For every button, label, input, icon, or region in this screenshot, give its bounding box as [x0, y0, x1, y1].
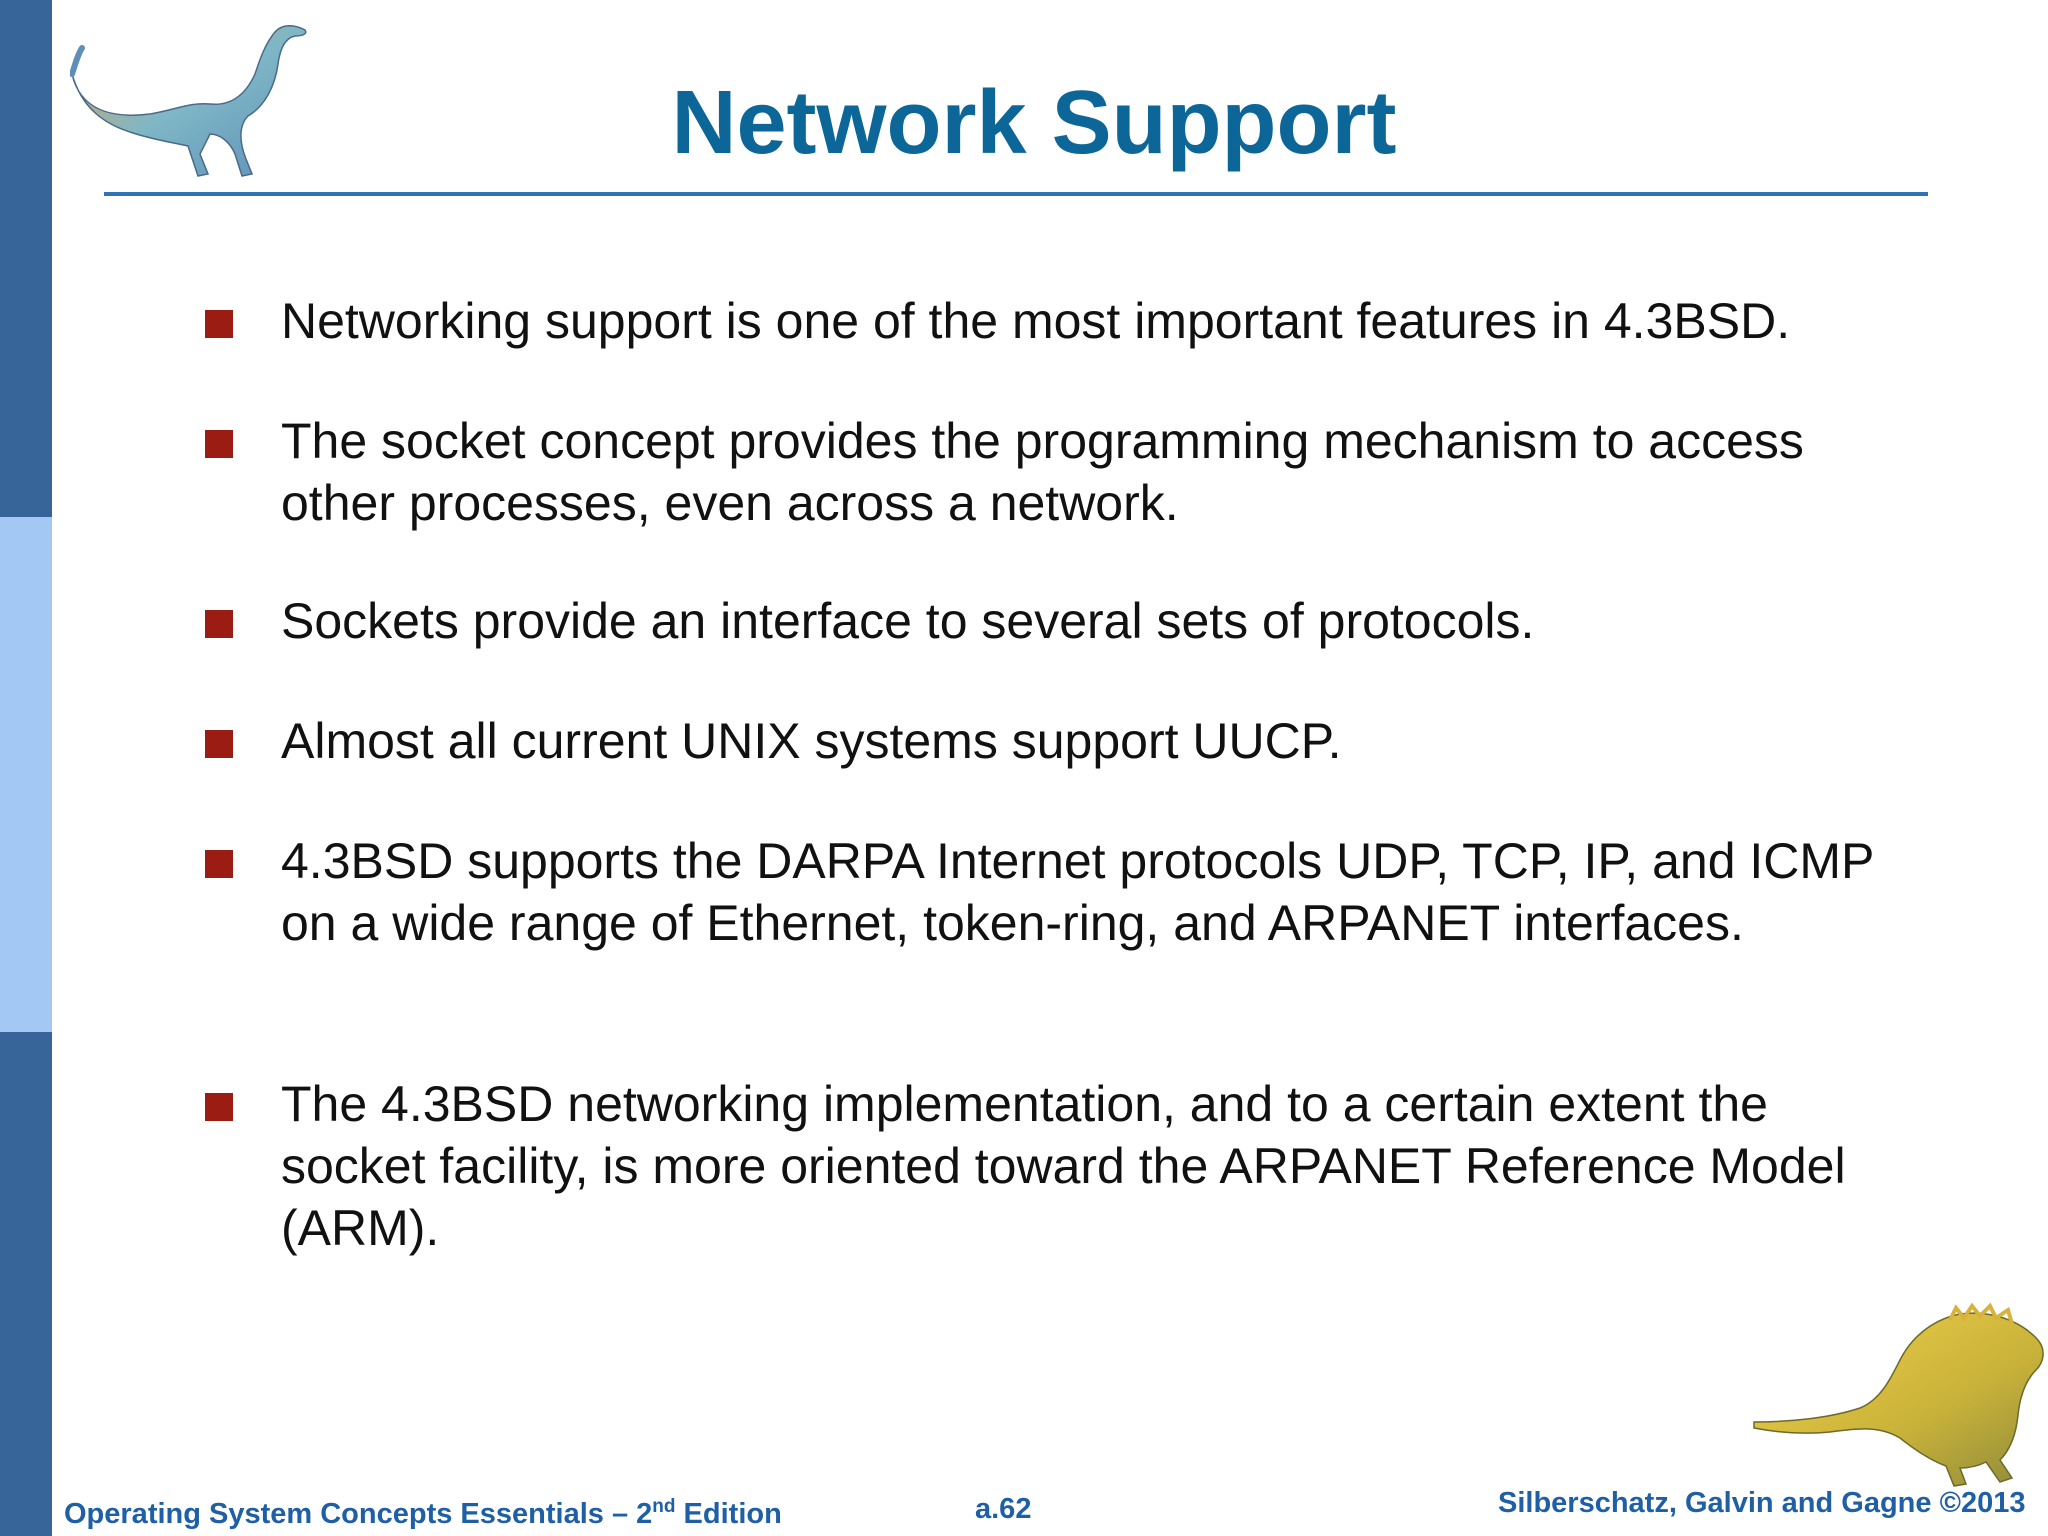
footer-book-prefix: Operating System Concepts Essentials – 2 [64, 1498, 653, 1530]
bullet-text: The socket concept provides the programm… [281, 413, 1804, 531]
footer-book-title: Operating System Concepts Essentials – 2… [64, 1497, 782, 1529]
sidebar-stripe-bottom [0, 1032, 52, 1536]
footer-book-suffix: Edition [675, 1498, 782, 1530]
bullet-text: Sockets provide an interface to several … [281, 593, 1535, 649]
slide-title: Network Support [671, 73, 1397, 173]
bullet-text: 4.3BSD supports the DARPA Internet proto… [281, 833, 1874, 951]
bullet-text: The 4.3BSD networking implementation, an… [281, 1076, 1846, 1256]
sidebar-stripe-middle [0, 517, 52, 1032]
bullet-square-icon [205, 610, 233, 638]
sidebar-stripe-top [0, 0, 52, 517]
bullet-square-icon [205, 850, 233, 878]
footer-authors: Silberschatz, Galvin and Gagne ©2013 [1498, 1487, 2026, 1519]
page-number: a.62 [975, 1493, 1032, 1525]
bullet-square-icon [205, 1093, 233, 1121]
bullet-text: Networking support is one of the most im… [281, 293, 1791, 349]
dinosaur-icon [1753, 1302, 2044, 1487]
bullet-square-icon [205, 730, 233, 758]
bullet-square-icon [205, 430, 233, 458]
dinosaur-icon [70, 25, 307, 177]
title-underline [104, 192, 1928, 196]
bullet-text: Almost all current UNIX systems support … [281, 713, 1342, 769]
footer-edition-superscript: nd [652, 1496, 676, 1517]
bullet-square-icon [205, 310, 233, 338]
